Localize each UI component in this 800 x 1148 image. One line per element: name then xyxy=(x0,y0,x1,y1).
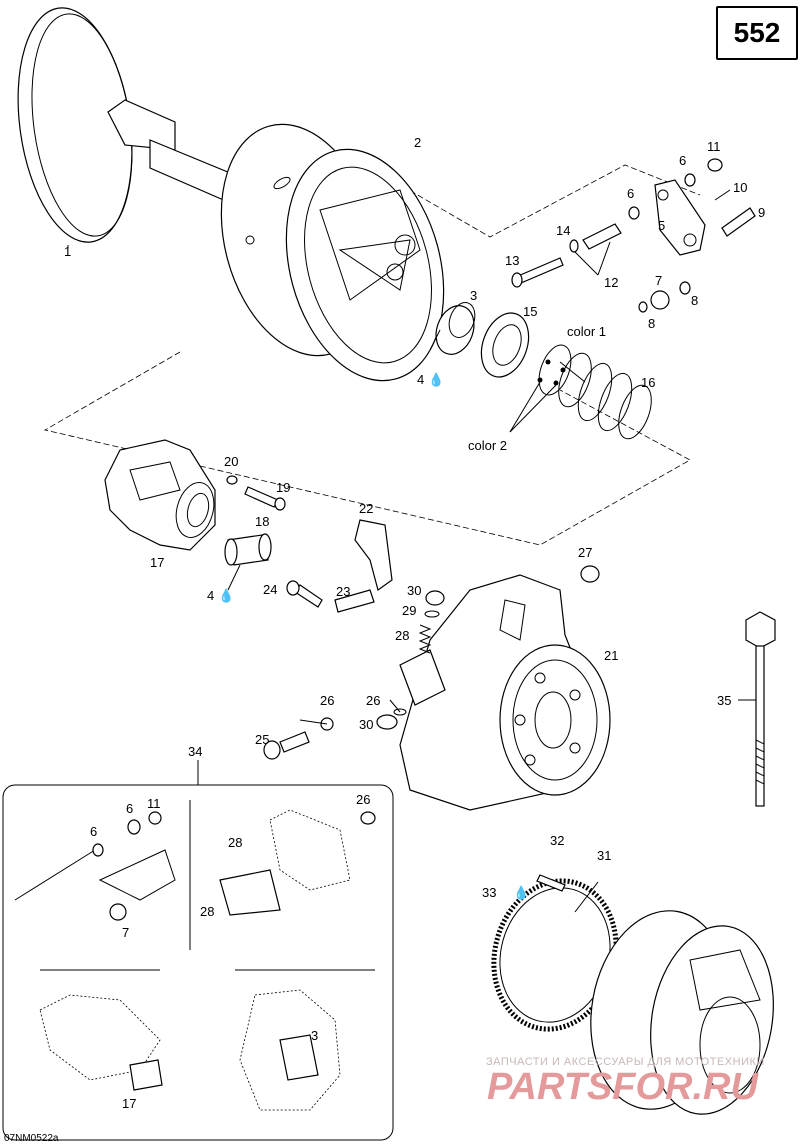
callout-labels: 1 2 3 4 💧 5 6 6 7 8 8 9 10 11 12 13 14 1… xyxy=(64,135,765,1111)
drive-pulley-drum xyxy=(590,910,774,1115)
callout-22: 22 xyxy=(359,501,373,516)
inset-panel-34 xyxy=(2,760,394,1141)
callout-25: 25 xyxy=(255,732,269,747)
inset-callout-28: 28 xyxy=(228,835,242,850)
oil-drop-icon: 💧 xyxy=(218,588,234,603)
part-7-roller xyxy=(638,281,691,313)
callout-31: 31 xyxy=(597,848,611,863)
callout-15: 15 xyxy=(523,304,537,319)
inset-callout-7: 7 xyxy=(122,925,129,940)
part-32-screw xyxy=(536,874,566,892)
oil-drop-icon: 💧 xyxy=(513,885,529,900)
callout-20: 20 xyxy=(224,454,238,469)
part-23-pin xyxy=(334,589,375,613)
part-10-cotter-pin xyxy=(714,189,731,201)
page-number: 552 xyxy=(733,17,781,48)
callout-21: 21 xyxy=(604,648,618,663)
part-27-nut xyxy=(580,565,600,583)
callout-27: 27 xyxy=(578,545,592,560)
part-13-bolt xyxy=(511,257,564,288)
part-22-arm xyxy=(354,519,393,591)
part-17-governor-cup xyxy=(104,439,216,551)
callout-24: 24 xyxy=(263,582,277,597)
watermark-caption: ЗАПЧАСТИ И АКСЕССУАРЫ ДЛЯ МОТОТЕХНИКИ xyxy=(486,1056,765,1068)
part-21-spider xyxy=(399,574,611,811)
inset-callout-28: 28 xyxy=(200,904,214,919)
page-number-box: 552 xyxy=(716,6,798,60)
part-3-bushing xyxy=(435,302,476,355)
part-18-bushing xyxy=(224,533,272,566)
inset-callout-6: 6 xyxy=(90,824,97,839)
part-25-bolt xyxy=(263,731,310,760)
callout-6: 6 xyxy=(627,186,634,201)
part-16-spring xyxy=(537,344,652,440)
inset-callout-6: 6 xyxy=(126,801,133,816)
drawing-code: 07NM0522a xyxy=(4,1133,59,1144)
callout-33: 33 xyxy=(482,885,496,900)
part-6-washers xyxy=(628,173,696,220)
callout-10: 10 xyxy=(733,180,747,195)
part-14-spacer-12-bushing xyxy=(569,223,622,253)
callout-18: 18 xyxy=(255,514,269,529)
oil-drop-icon: 💧 xyxy=(428,372,444,387)
callout-30: 30 xyxy=(407,583,421,598)
callout-8: 8 xyxy=(691,293,698,308)
callout-11: 11 xyxy=(707,139,721,154)
inset-callout-17: 17 xyxy=(122,1096,136,1111)
callout-1: 1 xyxy=(64,244,71,259)
callout-6: 6 xyxy=(679,153,686,168)
callout-9: 9 xyxy=(758,205,765,220)
callout-17: 17 xyxy=(150,555,164,570)
callout-2: 2 xyxy=(414,135,421,150)
callout-4: 4 xyxy=(417,372,424,387)
part-15-washer xyxy=(480,312,530,378)
part-1-fixed-sheave xyxy=(17,7,247,248)
watermark-logo: PARTSFOR.RU xyxy=(487,1066,758,1108)
callout-32: 32 xyxy=(550,833,564,848)
callout-color-1: color 1 xyxy=(567,324,606,339)
part-29-ring xyxy=(393,610,440,716)
part-35-puller-bolt xyxy=(745,611,776,807)
callout-16: 16 xyxy=(641,375,655,390)
callout-26: 26 xyxy=(320,693,334,708)
callout-30: 30 xyxy=(359,717,373,732)
part-30-cap xyxy=(376,590,445,730)
callout-8: 8 xyxy=(648,316,655,331)
inset-callout-11: 11 xyxy=(147,796,161,811)
part-20-washer xyxy=(226,475,238,485)
inset-callout-26: 26 xyxy=(356,792,370,807)
callout-4: 4 xyxy=(207,588,214,603)
callout-35: 35 xyxy=(717,693,731,708)
callout-14: 14 xyxy=(556,223,570,238)
callout-28: 28 xyxy=(395,628,409,643)
assembly-guide-middle xyxy=(43,351,691,546)
callout-26: 26 xyxy=(366,693,380,708)
part-2-sliding-half xyxy=(220,123,445,382)
leader-lines xyxy=(227,329,756,913)
part-19-screw xyxy=(244,486,286,511)
callout-29: 29 xyxy=(402,603,416,618)
callout-19: 19 xyxy=(276,480,290,495)
part-5-lever xyxy=(654,179,706,256)
callout-13: 13 xyxy=(505,253,519,268)
inset-callout-3: 3 xyxy=(311,1028,318,1043)
callout-5: 5 xyxy=(658,218,665,233)
callout-12: 12 xyxy=(604,275,618,290)
part-28-spring xyxy=(418,624,432,654)
callout-23: 23 xyxy=(336,584,350,599)
callout-color-2: color 2 xyxy=(468,438,507,453)
assembly-guide-upper xyxy=(339,149,701,238)
part-11-nut xyxy=(707,158,723,172)
part-24-bolt xyxy=(286,580,323,608)
part-9-pin xyxy=(721,207,756,237)
callout-7: 7 xyxy=(655,273,662,288)
callout-34: 34 xyxy=(188,744,202,759)
callout-3: 3 xyxy=(470,288,477,303)
